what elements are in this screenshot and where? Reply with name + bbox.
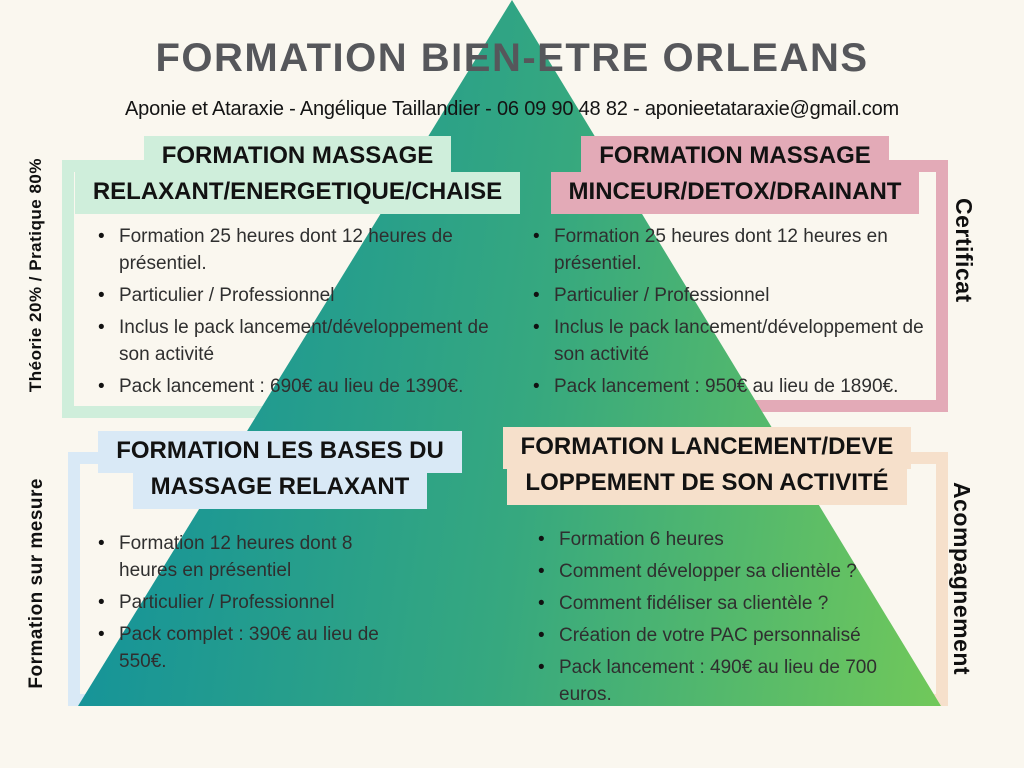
card-title-line2: MINCEUR/DETOX/DRAINANT bbox=[550, 172, 920, 214]
card-title: FORMATION LES BASES DU MASSAGE RELAXANT bbox=[80, 431, 480, 509]
bullet-list: Formation 25 heures dont 12 heures de pr… bbox=[95, 224, 500, 406]
bullet-item: Particulier / Professionnel bbox=[95, 590, 399, 617]
card-title-line1: FORMATION MASSAGE bbox=[581, 136, 889, 178]
bullet-item: Pack lancement : 950€ au lieu de 1890€. bbox=[530, 374, 934, 401]
card-title: FORMATION MASSAGE RELAXANT/ENERGETIQUE/C… bbox=[62, 136, 533, 214]
bullet-item: Création de votre PAC personnalisé bbox=[535, 623, 921, 650]
side-label-acompagnement: Acompagnement bbox=[949, 482, 975, 676]
bullet-item: Pack complet : 390€ au lieu de 550€. bbox=[95, 622, 399, 676]
bullet-item: Pack lancement : 690€ au lieu de 1390€. bbox=[95, 374, 500, 401]
bullet-list: Formation 6 heures Comment développer sa… bbox=[535, 527, 921, 714]
card-title-line1: FORMATION LES BASES DU bbox=[98, 431, 462, 473]
bullet-item: Pack lancement : 490€ au lieu de 700 eur… bbox=[535, 655, 921, 709]
card-lancement-developpement: FORMATION LANCEMENT/DEVE LOPPEMENT DE SO… bbox=[490, 427, 924, 713]
card-massage-relaxant: FORMATION MASSAGE RELAXANT/ENERGETIQUE/C… bbox=[62, 136, 533, 426]
bullet-item: Particulier / Professionnel bbox=[530, 283, 934, 310]
card-massage-minceur: FORMATION MASSAGE MINCEUR/DETOX/DRAINANT… bbox=[522, 136, 948, 426]
bullet-item: Comment fidéliser sa clientèle ? bbox=[535, 591, 921, 618]
side-label-certificat: Certificat bbox=[951, 198, 977, 303]
side-label-formation-sur-mesure: Formation sur mesure bbox=[26, 478, 47, 689]
bullet-list: Formation 25 heures dont 12 heures en pr… bbox=[530, 224, 934, 406]
contact-subtitle: Aponie et Ataraxie - Angélique Taillandi… bbox=[125, 98, 899, 120]
card-title: FORMATION LANCEMENT/DEVE LOPPEMENT DE SO… bbox=[490, 427, 924, 505]
bullet-item: Formation 25 heures dont 12 heures en pr… bbox=[530, 224, 934, 278]
bullet-item: Formation 12 heures dont 8 heures en pré… bbox=[95, 531, 399, 585]
side-label-theorie-pratique: Théorie 20% / Pratique 80% bbox=[26, 158, 45, 393]
bullet-item: Inclus le pack lancement/développement d… bbox=[95, 315, 500, 369]
bullet-item: Comment développer sa clientèle ? bbox=[535, 559, 921, 586]
card-title-line2: MASSAGE RELAXANT bbox=[132, 467, 428, 509]
card-title-line1: FORMATION LANCEMENT/DEVE bbox=[502, 427, 912, 469]
card-title: FORMATION MASSAGE MINCEUR/DETOX/DRAINANT bbox=[522, 136, 948, 214]
card-bases-massage: FORMATION LES BASES DU MASSAGE RELAXANT … bbox=[80, 431, 480, 711]
card-title-line2: LOPPEMENT DE SON ACTIVITÉ bbox=[507, 463, 907, 505]
bullet-list: Formation 12 heures dont 8 heures en pré… bbox=[95, 531, 399, 681]
card-title-line1: FORMATION MASSAGE bbox=[143, 136, 452, 178]
bullet-item: Particulier / Professionnel bbox=[95, 283, 500, 310]
page-title: FORMATION BIEN-ETRE ORLEANS bbox=[155, 36, 869, 80]
bullet-item: Inclus le pack lancement/développement d… bbox=[530, 315, 934, 369]
bullet-item: Formation 25 heures dont 12 heures de pr… bbox=[95, 224, 500, 278]
card-title-line2: RELAXANT/ENERGETIQUE/CHAISE bbox=[74, 172, 521, 214]
bullet-item: Formation 6 heures bbox=[535, 527, 921, 554]
